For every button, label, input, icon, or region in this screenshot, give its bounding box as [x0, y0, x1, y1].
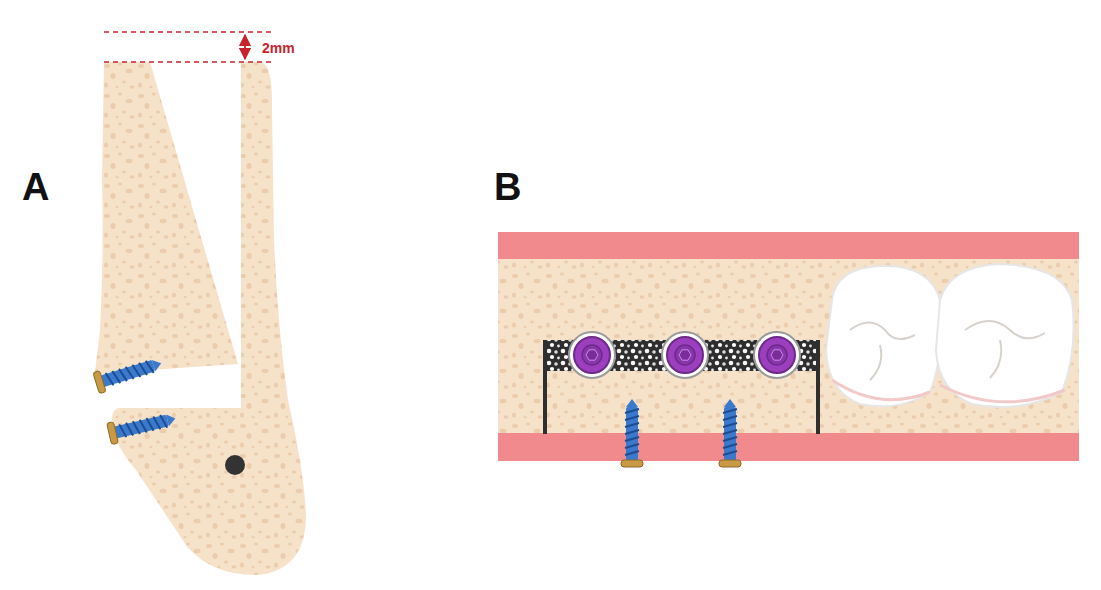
panel-letter: A — [22, 168, 49, 206]
bone-section — [94, 62, 306, 575]
dimension-marker — [104, 32, 272, 62]
ridge-view — [498, 232, 1079, 467]
dimension-label: 2mm — [262, 41, 295, 55]
fixation-screws — [93, 353, 178, 445]
panel-letter: B — [494, 168, 521, 206]
